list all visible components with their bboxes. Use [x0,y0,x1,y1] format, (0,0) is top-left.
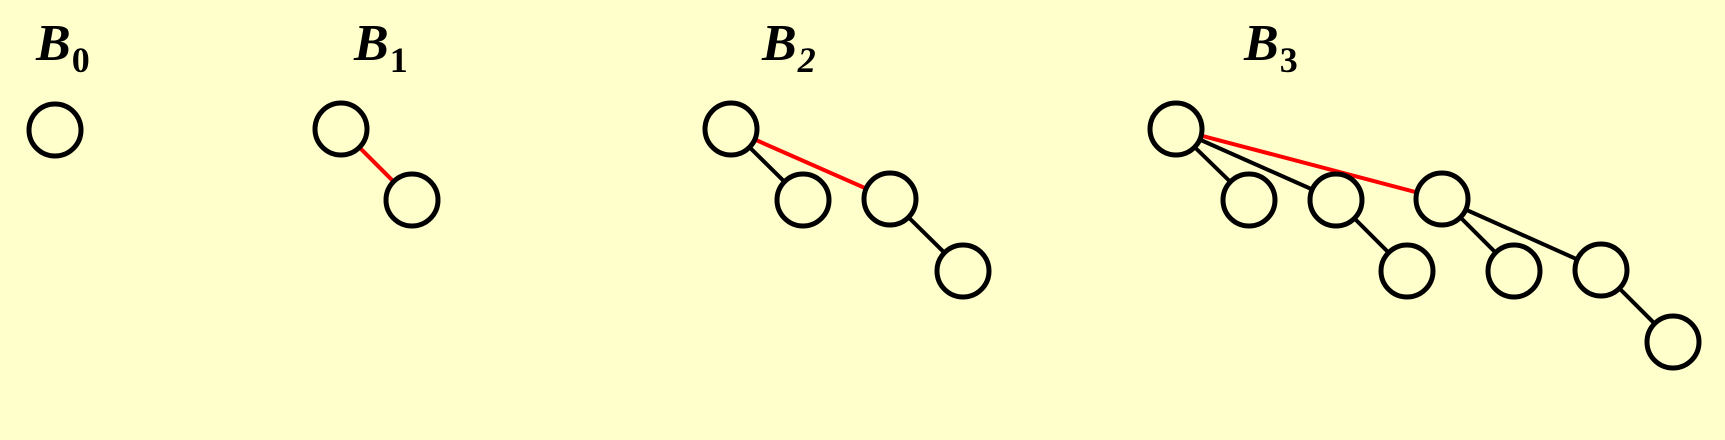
tree-node-b3-n2 [1307,171,1365,229]
tree-node-b2-n1 [774,171,832,229]
tree-edge-b3-n4-b3-n6 [1441,197,1602,272]
tree-node-b1-n0 [312,100,370,158]
tree-node-b3-n7 [1644,313,1702,371]
tree-node-b3-n5 [1485,242,1543,300]
node-layer [26,100,1702,371]
link-edge-b3-n0-b3-n4 [1175,127,1443,201]
tree-node-b2-n3 [934,242,992,300]
label-b2-letter: B [762,15,797,72]
link-edge-b2-n0-b2-n2 [730,127,891,201]
label-b2: B2 [762,15,816,79]
tree-node-b3-n3 [1378,242,1436,300]
label-b3-index: 3 [1279,40,1298,80]
tree-node-b3-n0 [1147,100,1205,158]
edge-layer [339,127,1675,344]
label-b1-letter: B [354,15,389,72]
label-b3: B3 [1244,15,1298,79]
label-b0-letter: B [36,15,71,72]
label-b2-index: 2 [797,40,816,80]
tree-node-b1-n1 [383,171,441,229]
label-b3-letter: B [1244,15,1279,72]
label-b0-index: 0 [71,40,90,80]
tree-node-b3-n4 [1413,170,1471,228]
tree-node-b2-n2 [861,170,919,228]
label-b0: B0 [36,15,90,79]
label-b1-index: 1 [389,40,408,80]
label-b1: B1 [354,15,408,79]
tree-node-b2-n0 [702,100,760,158]
tree-node-b3-n1 [1220,171,1278,229]
tree-node-b0-root [26,101,84,159]
tree-edge-b3-n0-b3-n2 [1175,127,1337,202]
tree-node-b3-n6 [1572,241,1630,299]
